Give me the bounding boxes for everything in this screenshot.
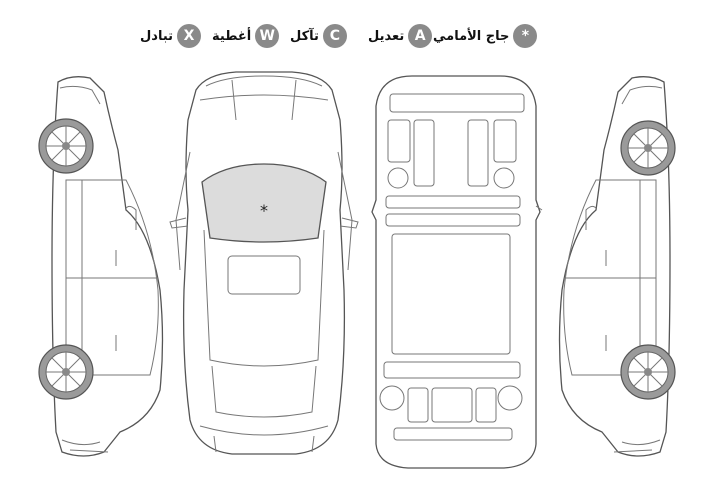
modification-badge: A bbox=[408, 24, 433, 48]
windshield-label: جاج الأمامي bbox=[433, 28, 510, 44]
wheel-front-right-side bbox=[620, 120, 676, 176]
replacement-badge: X bbox=[177, 24, 202, 48]
damage-legend: * جاج الأمامي A تعديل C تآكل W أغطية X ت… bbox=[0, 20, 722, 52]
car-top-view bbox=[169, 71, 359, 455]
car-side-view-right bbox=[558, 76, 671, 457]
covers-badge: W bbox=[255, 24, 280, 48]
car-inspection-diagram: * bbox=[38, 71, 676, 469]
wheel-rear-left-side bbox=[38, 344, 94, 400]
legend-item-covers: W أغطية bbox=[212, 20, 280, 52]
modification-label: تعديل bbox=[368, 28, 405, 44]
car-underside-view bbox=[371, 75, 543, 469]
car-side-view-left bbox=[51, 76, 164, 457]
corrosion-badge: C bbox=[322, 24, 347, 48]
windshield-marker: * bbox=[260, 201, 268, 220]
corrosion-label: تآكل bbox=[290, 28, 319, 44]
legend-item-corrosion: C تآكل bbox=[290, 20, 347, 52]
legend-item-modification: A تعديل bbox=[368, 20, 433, 52]
replacement-label: تبادل bbox=[140, 28, 174, 44]
covers-label: أغطية bbox=[212, 28, 252, 44]
front-windshield-marked bbox=[201, 163, 327, 243]
legend-item-replacement: X تبادل bbox=[140, 20, 202, 52]
windshield-badge: * bbox=[513, 24, 538, 48]
wheel-front-left-side bbox=[38, 118, 94, 174]
legend-item-windshield: * جاج الأمامي bbox=[433, 20, 538, 52]
wheel-rear-right-side bbox=[620, 344, 676, 400]
